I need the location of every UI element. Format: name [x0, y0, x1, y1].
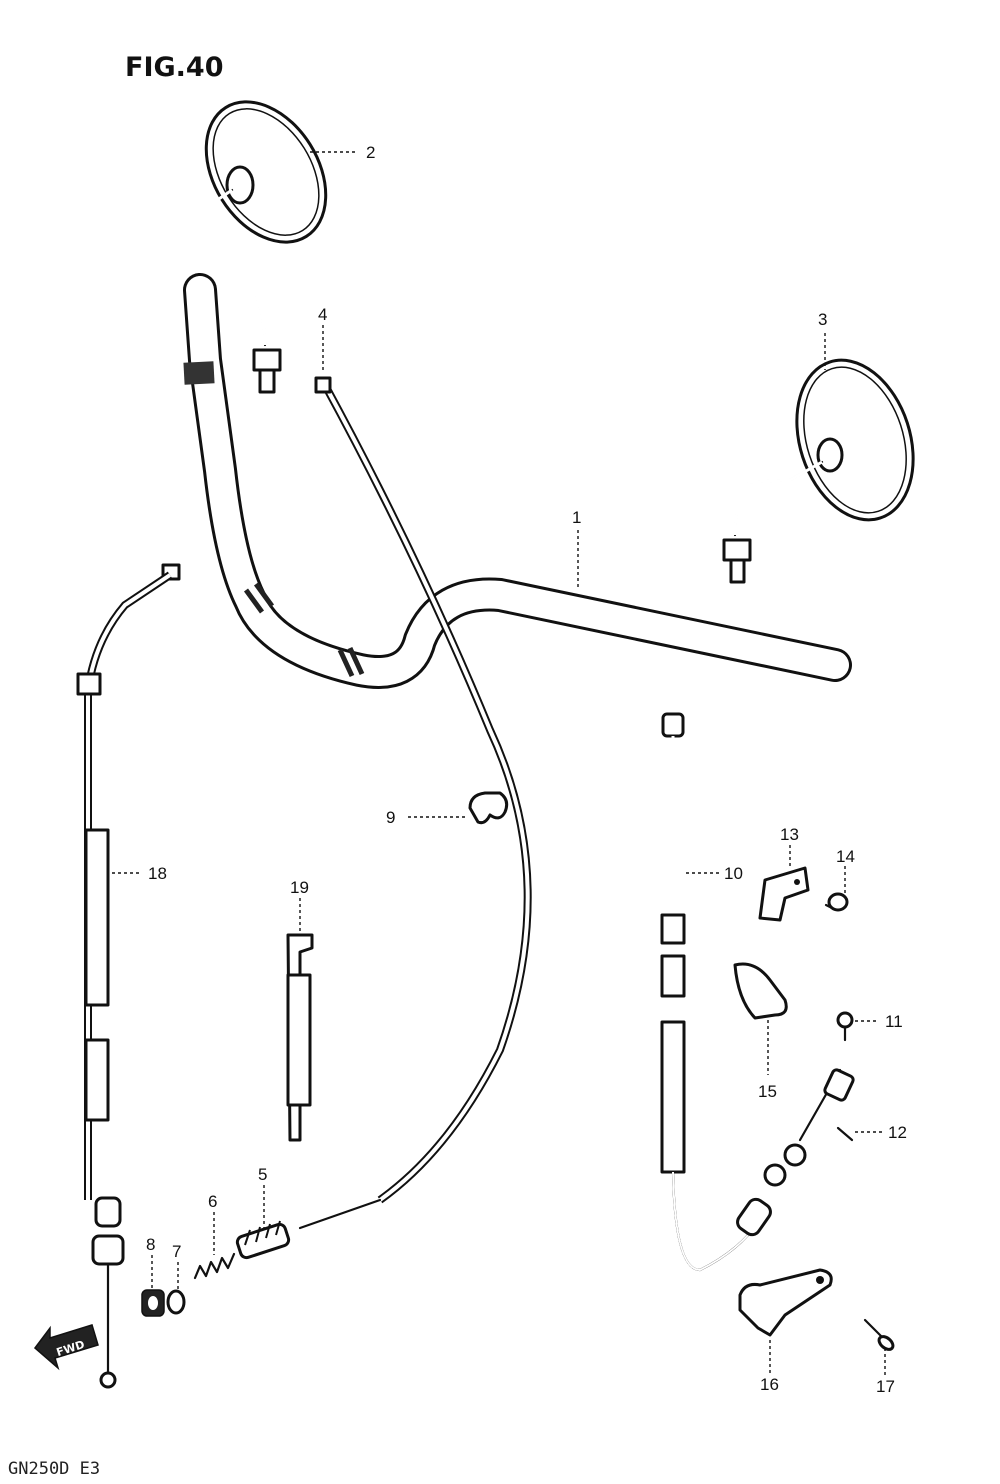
- nut-8: [141, 1289, 165, 1317]
- callout-3: 3: [818, 310, 827, 329]
- callout-2: 2: [366, 143, 375, 162]
- figure-title: FIG.40: [125, 52, 223, 83]
- cable-clamp-9: [468, 791, 509, 825]
- cover-15: [733, 962, 788, 1020]
- callout-1: 1: [572, 508, 581, 527]
- band-19: [286, 933, 314, 1142]
- right-mirror: [722, 358, 915, 584]
- callout-19: 19: [290, 878, 309, 897]
- callout-14: 14: [836, 847, 855, 866]
- spring-6: [193, 1252, 236, 1280]
- throttle-cable: [660, 712, 842, 1272]
- callout-15: 15: [758, 1082, 777, 1101]
- callout-18: 18: [148, 864, 167, 883]
- brake-cable: [76, 563, 181, 1389]
- handlebar: [183, 273, 852, 689]
- callout-5: 5: [258, 1165, 267, 1184]
- fitting-near-11: [823, 1068, 855, 1102]
- callout-labels: 2 3 4 1 5 6 7 8 9 10 11 12 13 14 15 16 1…: [146, 143, 907, 1396]
- callout-4: 4: [318, 305, 327, 324]
- bolt-17: [863, 1318, 895, 1351]
- model-footer: GN250D E3: [8, 1459, 100, 1479]
- left-mirror: [204, 100, 328, 394]
- leader-lines: [112, 151, 886, 1378]
- bracket-13: [758, 866, 810, 922]
- cotter-pin-12: [836, 1126, 854, 1142]
- callout-11: 11: [885, 1012, 903, 1031]
- fwd-arrow-icon: FWD: [33, 1324, 99, 1371]
- screw-14: [824, 892, 849, 912]
- callout-9: 9: [386, 808, 395, 827]
- lever-bracket-16: [738, 1268, 833, 1337]
- callout-7: 7: [172, 1242, 181, 1261]
- washer-7: [166, 1289, 186, 1315]
- clutch-cable: [298, 376, 532, 1230]
- callout-6: 6: [208, 1192, 217, 1211]
- callout-16: 16: [760, 1375, 779, 1394]
- callout-8: 8: [146, 1235, 155, 1254]
- bolt-11: [836, 1011, 854, 1042]
- callout-17: 17: [876, 1377, 895, 1396]
- adjuster-spring-5: [235, 1220, 291, 1260]
- callout-13: 13: [780, 825, 799, 844]
- callout-12: 12: [888, 1123, 907, 1142]
- callout-10: 10: [724, 864, 743, 883]
